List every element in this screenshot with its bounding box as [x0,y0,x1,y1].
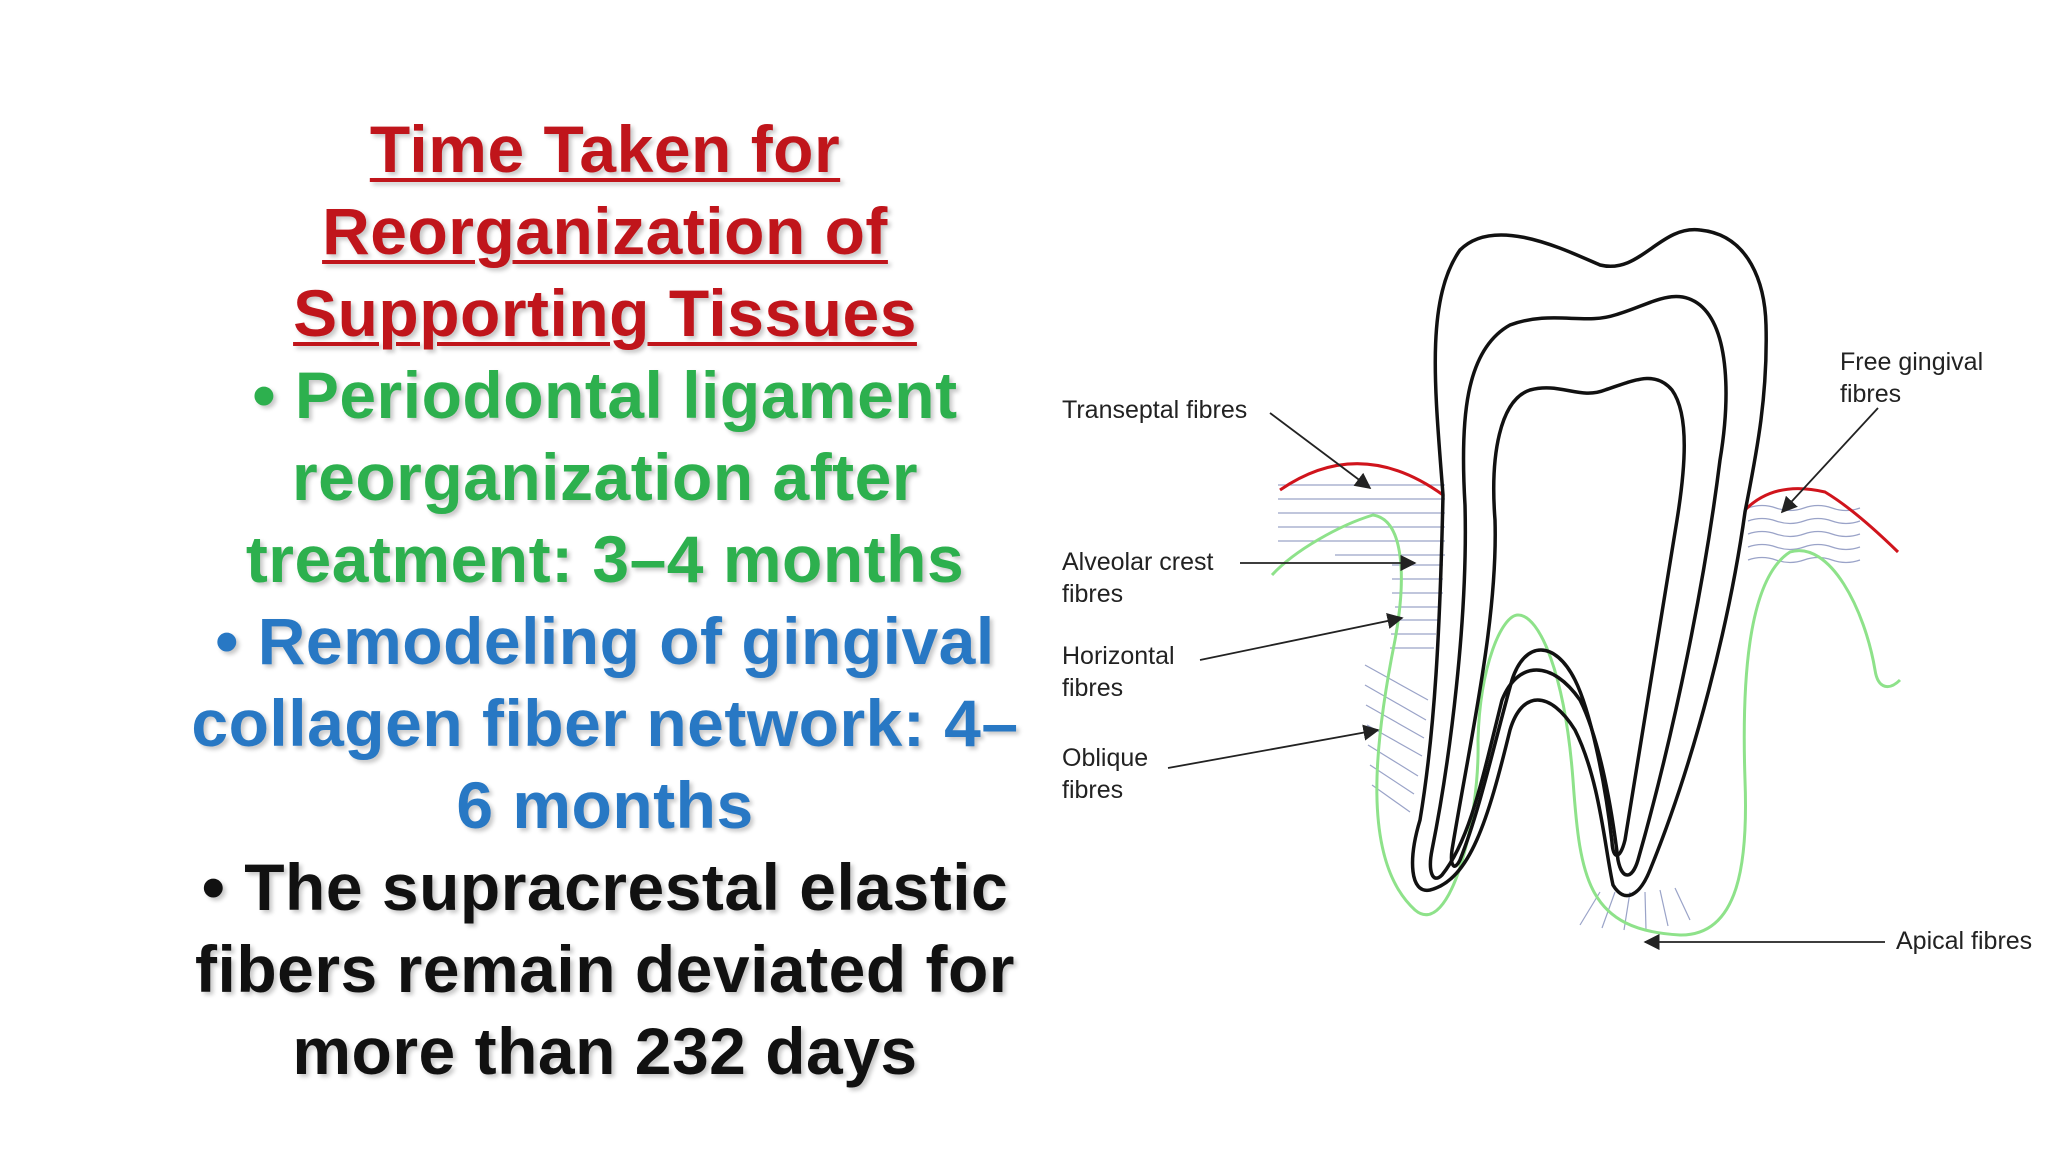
bullet-gingival-remodeling: • Remodeling of gingival collagen fiber … [191,604,1019,842]
label-oblique-fibres-line1: Oblique [1062,744,1148,772]
label-free-gingival-fibres-line2: fibres [1840,380,1901,408]
label-horizontal-fibres-line2: fibres [1062,674,1123,702]
label-free-gingival-fibres-line1: Free gingival [1840,348,1983,376]
label-apical-fibres: Apical fibres [1896,927,2032,955]
tooth-pulp-outline [1449,376,1686,868]
tooth-outer-outline [1410,228,1768,898]
apical-fibre-lines [1579,887,1691,931]
label-alveolar-crest-fibres-line1: Alveolar crest [1062,548,1213,576]
free-gingival-fibre-lines [1747,504,1861,564]
slide-title: Time Taken for Reorganization of Support… [293,112,917,350]
arrow-transeptal [1269,412,1372,489]
label-horizontal-fibres-line1: Horizontal [1062,642,1175,670]
transeptal-fibre-lines [1278,484,1445,556]
alveolar-bone-outline [1270,513,1902,937]
label-oblique-fibres-line2: fibres [1062,776,1123,804]
gingiva-outline-left [1279,462,1444,497]
text-panel: Time Taken for Reorganization of Support… [180,108,1030,1092]
arrow-horizontal [1199,613,1404,661]
arrow-oblique [1167,724,1380,769]
bullet-pdl-reorganization: • Periodontal ligament reorganization af… [245,358,965,596]
oblique-fibre-lines [1364,664,1429,813]
bullet-supracrestal-fibers: • The supracrestal elastic fibers remain… [195,850,1015,1088]
tooth-dentin-outline [1428,294,1728,880]
tooth-periodontal-fibres-diagram: Transeptal fibres Free gingival fibres A… [1062,228,2032,955]
arrow-free-gingival [1780,407,1879,514]
label-transeptal-fibres: Transeptal fibres [1062,396,1247,424]
gingiva-outline-right [1743,487,1900,554]
label-alveolar-crest-fibres-line2: fibres [1062,580,1123,608]
